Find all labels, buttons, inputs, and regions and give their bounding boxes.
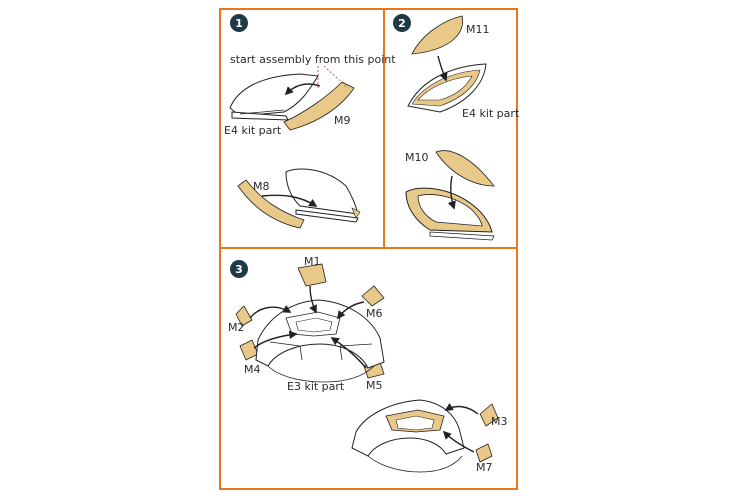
step-1-badge: 1 — [230, 14, 248, 32]
m1-label: M1 — [304, 255, 321, 268]
m2-label: M2 — [228, 321, 245, 334]
m3-mask-part — [479, 403, 499, 427]
e4-kit-part-label-1: E4 kit part — [224, 124, 282, 137]
m4-label: M4 — [244, 363, 261, 376]
m6-mask-part — [361, 285, 385, 307]
step-2-badge: 2 — [393, 14, 411, 32]
step-3-badge: 3 — [230, 260, 248, 278]
m11-label: M11 — [466, 23, 490, 36]
e4-canopy-step1-lower — [285, 168, 361, 223]
m7-label: M7 — [476, 461, 493, 474]
m8-label: M8 — [253, 180, 270, 193]
m11-mask-part — [411, 15, 464, 55]
start-point-label: start assembly from this point — [230, 53, 396, 66]
e4-canopy-step2-lower — [405, 187, 495, 241]
m10-label: M10 — [405, 151, 429, 164]
m5-label: M5 — [366, 379, 383, 392]
m6-label: M6 — [366, 307, 383, 320]
e3-kit-part-label: E3 kit part — [287, 380, 345, 393]
step-3-panel — [219, 247, 518, 490]
e4-canopy-step2 — [407, 63, 487, 113]
m1-mask-part — [297, 263, 327, 287]
m9-mask-part — [283, 81, 355, 131]
m4-mask-part — [239, 339, 259, 361]
e3-canopy-frame — [255, 299, 385, 383]
m8-mask-part — [237, 179, 305, 229]
m9-label: M9 — [334, 114, 351, 127]
e4-kit-part-label-2: E4 kit part — [462, 107, 520, 120]
m3-label: M3 — [491, 415, 508, 428]
m2-mask-part — [235, 305, 253, 327]
m10-mask-part — [435, 150, 495, 187]
e4-canopy-step1 — [229, 73, 319, 121]
e3-canopy-masked — [351, 399, 465, 473]
m7-mask-part — [475, 443, 493, 463]
